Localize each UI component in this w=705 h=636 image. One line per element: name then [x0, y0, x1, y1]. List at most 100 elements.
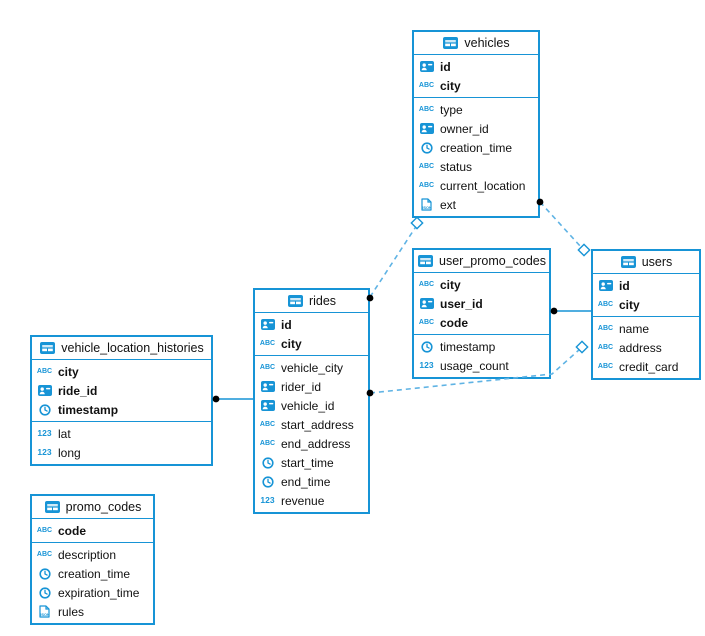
text-type-icon: ABC [36, 368, 53, 375]
column-row: vehicle_id [255, 396, 368, 415]
column-row: start_time [255, 453, 368, 472]
table-title: promo_codes [65, 500, 142, 514]
column-row: timestamp [32, 400, 211, 419]
table-header[interactable]: users [593, 251, 699, 274]
text-type-icon: ABC [418, 281, 435, 288]
uuid-icon [597, 280, 614, 291]
clock-icon [36, 567, 53, 580]
table-title: user_promo_codes [439, 254, 547, 268]
column-row: owner_id [414, 119, 538, 138]
table-icon [620, 256, 637, 268]
table-header[interactable]: vehicle_location_histories [32, 337, 211, 360]
text-type-icon: ABC [597, 363, 614, 370]
clock-icon [36, 403, 53, 416]
text-type-icon: ABC [597, 325, 614, 332]
table-icon [44, 501, 61, 513]
text-type-icon: ABC [418, 163, 435, 170]
number-type-icon: 123 [419, 360, 434, 371]
table-icon [287, 295, 304, 307]
column-row: id [593, 276, 699, 295]
relation-dot [550, 307, 558, 315]
relation-diamond [577, 243, 591, 257]
text-type-icon: ABC [36, 551, 53, 558]
relation-line-vehicles-users [539, 201, 582, 248]
column-row: id [255, 315, 368, 334]
uuid-icon [259, 319, 276, 330]
uuid-icon [418, 123, 435, 134]
column-row: end_time [255, 472, 368, 491]
text-type-icon: ABC [259, 421, 276, 428]
uuid-icon [418, 61, 435, 72]
table-header[interactable]: promo_codes [32, 496, 153, 519]
json-icon: JSON [36, 605, 53, 618]
number-type-icon: 123 [37, 428, 52, 439]
column-row: creation_time [414, 138, 538, 157]
column-row: user_id [414, 294, 549, 313]
text-type-icon: ABC [418, 182, 435, 189]
json-icon: JSON [418, 198, 435, 211]
svg-text:JSON: JSON [39, 613, 50, 617]
relation-diamond [575, 340, 589, 354]
table-title: vehicle_location_histories [61, 341, 204, 355]
column-row: timestamp [414, 337, 549, 356]
text-type-icon: ABC [259, 364, 276, 371]
clock-icon [418, 340, 435, 353]
table-icon [442, 37, 459, 49]
column-row: expiration_time [32, 583, 153, 602]
table-header[interactable]: rides [255, 290, 368, 313]
text-type-icon: ABC [597, 301, 614, 308]
text-type-icon: ABC [36, 527, 53, 534]
text-type-icon: ABC [418, 319, 435, 326]
table-header[interactable]: user_promo_codes [414, 250, 549, 273]
uuid-icon [259, 400, 276, 411]
table-icon [417, 255, 434, 267]
uuid-icon [418, 298, 435, 309]
table-title: users [641, 255, 673, 269]
clock-icon [418, 141, 435, 154]
table-header[interactable]: vehicles [414, 32, 538, 55]
uuid-icon [259, 381, 276, 392]
uuid-icon [36, 385, 53, 396]
clock-icon [259, 475, 276, 488]
clock-icon [36, 586, 53, 599]
